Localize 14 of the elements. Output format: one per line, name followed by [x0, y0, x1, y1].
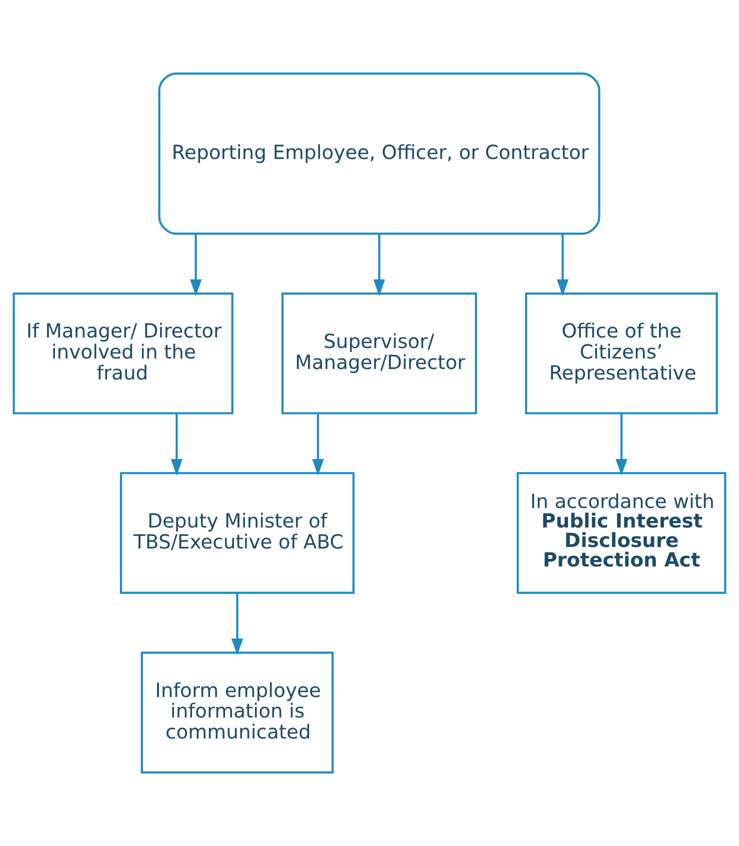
arrow [556, 234, 569, 296]
node-box: If Manager/ Director involved in the fraud [12, 292, 234, 414]
arrow [616, 414, 628, 476]
node-box: In accordance with Public Interest Disclosure Protection Act [516, 472, 726, 594]
node-box: Reporting Employee, Officer, or Contractor [158, 72, 600, 235]
node-box: Supervisor/ Manager/Director [281, 292, 478, 414]
arrow [312, 414, 324, 476]
node-box: Office of the Citizens’ Representative [525, 292, 718, 414]
arrow [231, 593, 244, 656]
node-box: Deputy Minister of TBS/Executive of ABC [120, 472, 355, 594]
arrow [373, 234, 386, 296]
arrow [170, 414, 183, 476]
arrow [190, 234, 202, 296]
node-box: Inform employee information is communicated [140, 652, 334, 774]
